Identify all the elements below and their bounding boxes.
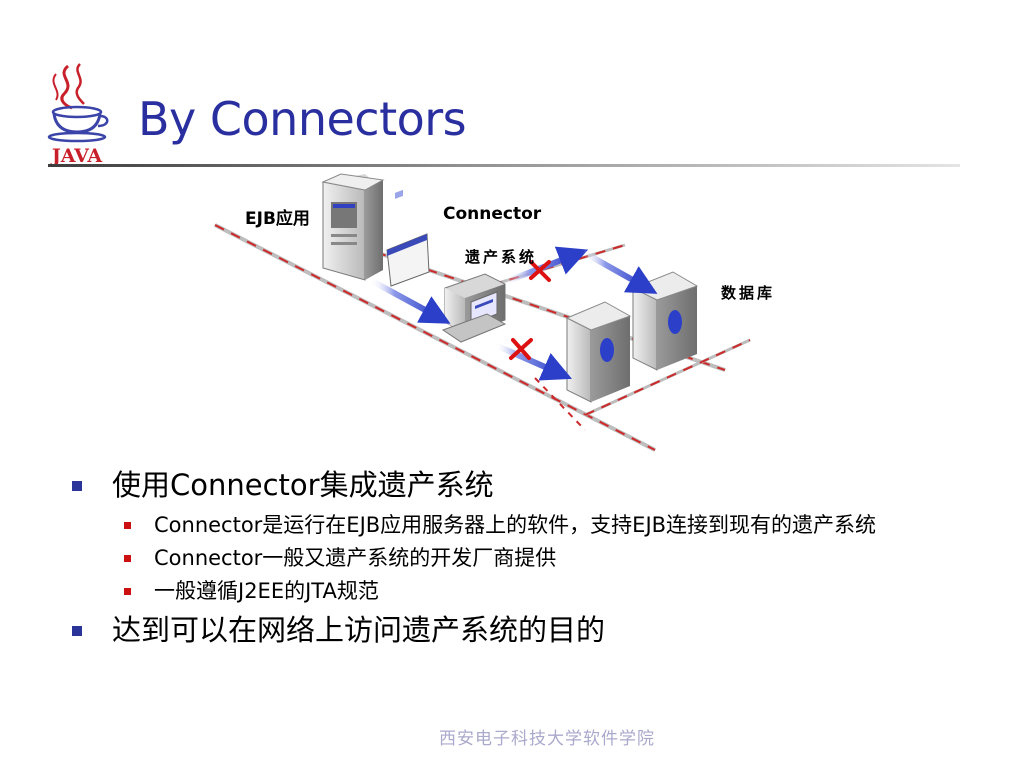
ejb-server-icon	[321, 173, 385, 281]
sub-bullet-text: Connector一般又遗产系统的开发厂商提供	[154, 546, 557, 570]
sub-bullet-square-icon	[124, 588, 131, 595]
bullet-list: 使用Connector集成遗产系统 Connector是运行在EJB应用服务器上…	[72, 466, 992, 657]
sub-bullet-item: Connector是运行在EJB应用服务器上的软件，支持EJB连接到现有的遗产系…	[72, 512, 992, 539]
label-connector: Connector	[443, 204, 542, 224]
bullet-item: 使用Connector集成遗产系统	[72, 466, 992, 504]
blocked-cross-icon	[509, 260, 551, 360]
label-database: 数据库	[721, 284, 776, 302]
connector-pc-icon	[441, 273, 507, 343]
bullet-item: 达到可以在网络上访问遗产系统的目的	[72, 611, 992, 649]
diagram-graphic	[214, 173, 751, 452]
sub-bullet-item: 一般遵循J2EE的JTA规范	[72, 578, 992, 605]
svg-text:JAVA: JAVA	[50, 145, 103, 167]
java-logo-icon: JAVA	[47, 63, 109, 167]
architecture-diagram: EJB应用 Connector 遗产系统 数据库	[205, 170, 772, 455]
page-title: By Connectors	[138, 92, 467, 146]
database-server-icon	[631, 271, 699, 371]
sub-bullet-item: Connector一般又遗产系统的开发厂商提供	[72, 545, 992, 572]
window-document-icon	[386, 189, 430, 287]
bullet-square-icon	[72, 481, 82, 491]
sub-bullet-text: Connector是运行在EJB应用服务器上的软件，支持EJB连接到现有的遗产系…	[154, 513, 877, 537]
legacy-server-icon	[565, 301, 632, 403]
label-ejb-app: EJB应用	[245, 209, 310, 229]
title-divider	[48, 164, 960, 167]
sub-bullet-square-icon	[124, 522, 131, 529]
bullet-text: 使用Connector集成遗产系统	[112, 468, 494, 502]
footer-school-name: 西安电子科技大学软件学院	[439, 729, 655, 749]
bullet-text: 达到可以在网络上访问遗产系统的目的	[112, 613, 606, 647]
sub-bullet-text: 一般遵循J2EE的JTA规范	[154, 579, 379, 603]
bullet-square-icon	[72, 626, 82, 636]
label-legacy-system: 遗产系统	[465, 248, 538, 266]
sub-bullet-square-icon	[124, 555, 131, 562]
